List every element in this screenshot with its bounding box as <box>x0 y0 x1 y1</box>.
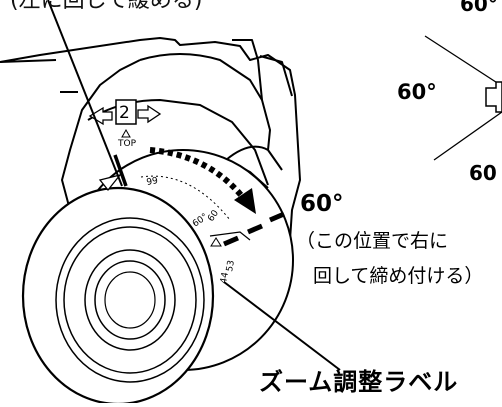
position-indicator: 2 TOP <box>88 99 162 149</box>
camera-icon <box>485 81 502 113</box>
tighten-note-line1: （この位置で右に <box>296 230 449 252</box>
scale-44: 44 <box>219 271 231 284</box>
rotation-arrow-path <box>149 147 248 202</box>
arrow-left-icon <box>88 106 113 126</box>
lens-front <box>21 149 294 406</box>
rotation-arrow-head <box>234 188 256 214</box>
angle-label-bottom: 60 <box>469 161 497 185</box>
scale-99: 99 <box>146 176 159 188</box>
top-mark: TOP <box>117 139 137 149</box>
caption-leader-line <box>47 0 123 187</box>
arrow-right-icon <box>137 104 162 124</box>
position-number: 2 <box>119 103 130 123</box>
pointer-bar <box>113 154 128 187</box>
angle-diagram <box>424 35 502 161</box>
angle-label-left: 60° <box>397 80 437 104</box>
tighten-note-line2: 回して締め付ける） <box>313 265 484 287</box>
loosen-caption: (左に回して緩める) <box>10 0 203 13</box>
zoom-adjust-label: ズーム調整ラベル <box>259 368 459 396</box>
zoom-label-leader-line <box>223 281 341 371</box>
angle-label-corner: 60° <box>460 0 498 16</box>
scale-53: 53 <box>225 260 237 273</box>
angle-label-main: 60° <box>300 191 344 217</box>
alignment-dashes <box>223 211 285 247</box>
lens-arrow-icon <box>98 173 122 192</box>
